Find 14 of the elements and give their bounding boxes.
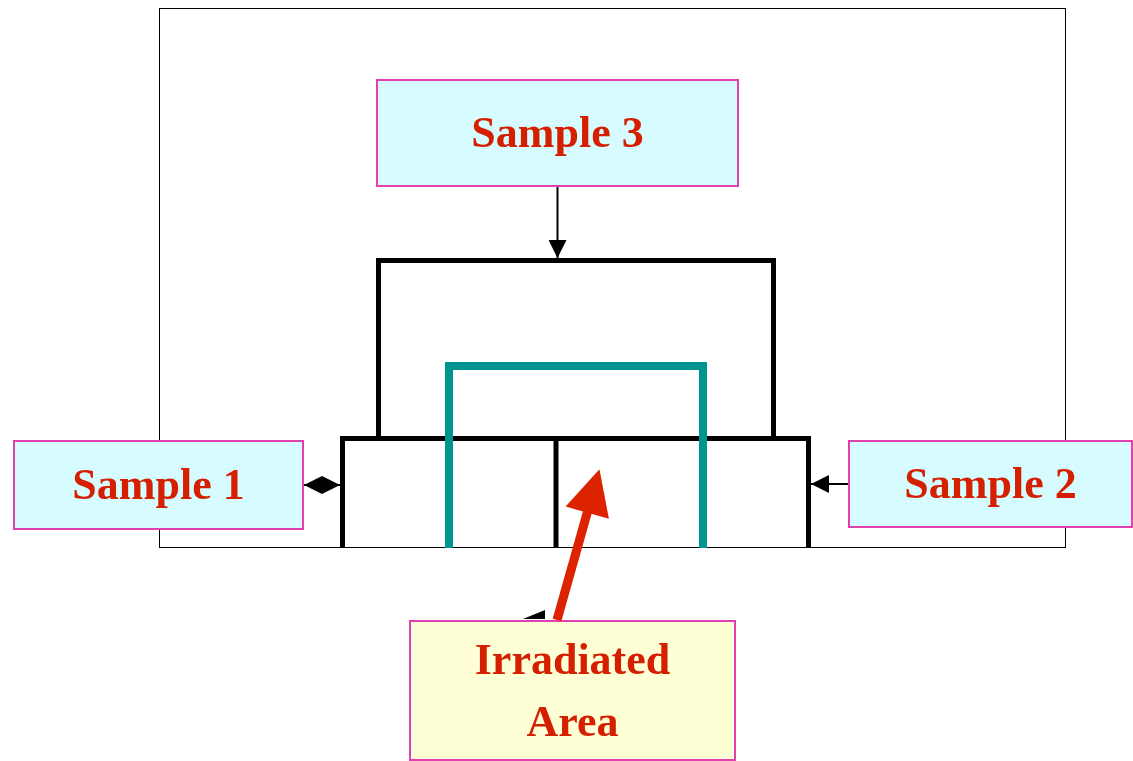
arrow <box>552 469 609 622</box>
box-label: Sample 2 <box>903 458 1078 510</box>
arrow <box>810 475 849 493</box>
sample-box <box>376 79 739 187</box>
arrow <box>303 476 341 494</box>
arrow <box>548 186 567 259</box>
sample-box <box>848 440 1133 528</box>
box-label: Irradiated Area <box>473 633 672 748</box>
upper-housing <box>376 258 776 438</box>
box-label: Sample 1 <box>71 459 246 511</box>
base-housing <box>340 436 811 548</box>
sample-box <box>13 440 304 530</box>
box-label: Sample 3 <box>470 107 645 159</box>
sample-box <box>409 620 736 761</box>
